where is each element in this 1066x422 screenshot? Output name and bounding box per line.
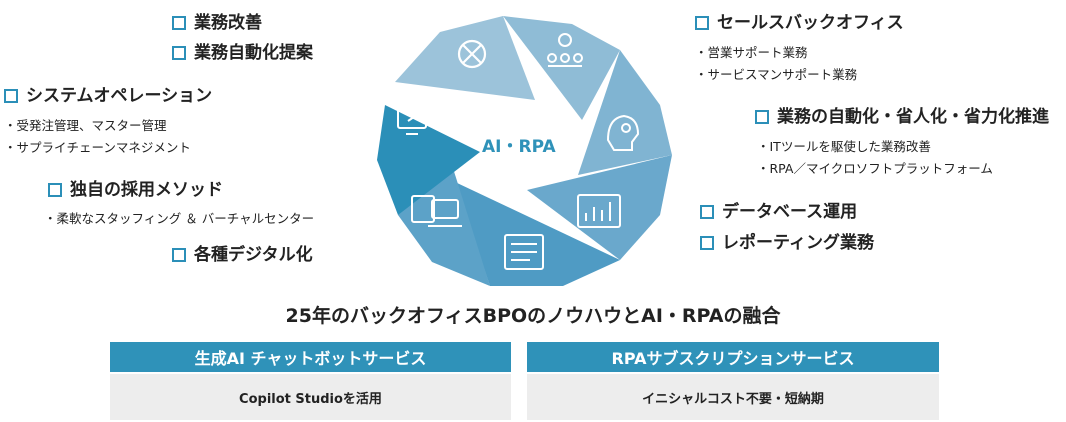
checkbox-square-icon [4,89,18,103]
team-network-icon [547,33,583,67]
database-operation-label: データベース運用 [722,202,858,222]
computer-icon [411,195,462,227]
automation-promotion-heading: 業務の自動化・省人化・省力化推進 [755,107,1049,127]
automation-promotion-line-2: ・RPA／マイクロソフトプラットフォーム [757,161,993,176]
service-desc-chatbot: Copilot Studioを活用 [110,374,511,420]
checkbox-square-icon [172,248,186,262]
segment-ai-head [578,50,672,175]
automation-promotion-label: 業務の自動化・省人化・省力化推進 [777,107,1049,127]
automation-promotion-line-1: ・ITツールを駆使した業務改善 [757,139,931,154]
desktop-terminal-icon [397,103,427,135]
service-title-chatbot: 生成AI チャットボットサービス [110,342,511,372]
sales-backoffice-heading: セールスバックオフィス [695,13,904,33]
checkbox-square-icon [172,16,186,30]
hiring-method-label: 独自の採用メソッド [70,180,223,200]
reporting-work-heading: レポーティング業務 [700,233,874,253]
ai-head-icon [606,114,640,151]
automation-proposal-label: 業務自動化提案 [194,43,313,63]
service-desc-rpa: イニシャルコスト不要・短納期 [527,374,939,420]
sales-backoffice-label: セールスバックオフィス [717,13,904,33]
analytics-dashboard-icon [577,194,621,228]
reporting-work-label: レポーティング業務 [722,233,874,253]
hiring-method-heading: 独自の採用メソッド [48,180,223,200]
service-title-rpa: RPAサブスクリプションサービス [527,342,939,372]
segment-team [503,16,620,120]
various-digitalization-heading: 各種デジタル化 [172,245,313,265]
hiring-method-line-1: ・柔軟なスタッフィング ＆ バーチャルセンター [44,211,315,226]
system-operation-line-2: ・サプライチェーンマネジメント [4,140,191,155]
checkbox-square-icon [755,110,769,124]
center-label: AI・RPA [482,137,556,157]
database-operation-heading: データベース運用 [700,202,857,222]
system-operation-line-1: ・受発注管理、マスター管理 [4,118,167,133]
checkbox-square-icon [695,16,709,30]
document-list-icon [504,234,544,270]
checkbox-square-icon [700,236,714,250]
business-improvement-label: 業務改善 [194,13,262,33]
fusion-banner: 25年のバックオフィスBPOのノウハウとAI・RPAの融合 [285,305,781,327]
sales-backoffice-line-1: ・営業サポート業務 [695,45,808,60]
segment-terminal [377,105,480,215]
checkbox-square-icon [172,46,186,60]
sales-backoffice-line-2: ・サービスマンサポート業務 [695,67,858,82]
left-item-business-improvement: 業務改善 [172,13,262,33]
various-digitalization-label: 各種デジタル化 [194,245,313,265]
tools-icon [457,39,487,69]
checkbox-square-icon [700,205,714,219]
system-operation-heading: システムオペレーション [4,86,212,106]
segment-tools [395,16,535,100]
checkbox-square-icon [48,183,62,197]
left-item-automation-proposal: 業務自動化提案 [172,43,313,63]
segment-analytics [527,155,672,260]
system-operation-label: システムオペレーション [26,86,213,106]
